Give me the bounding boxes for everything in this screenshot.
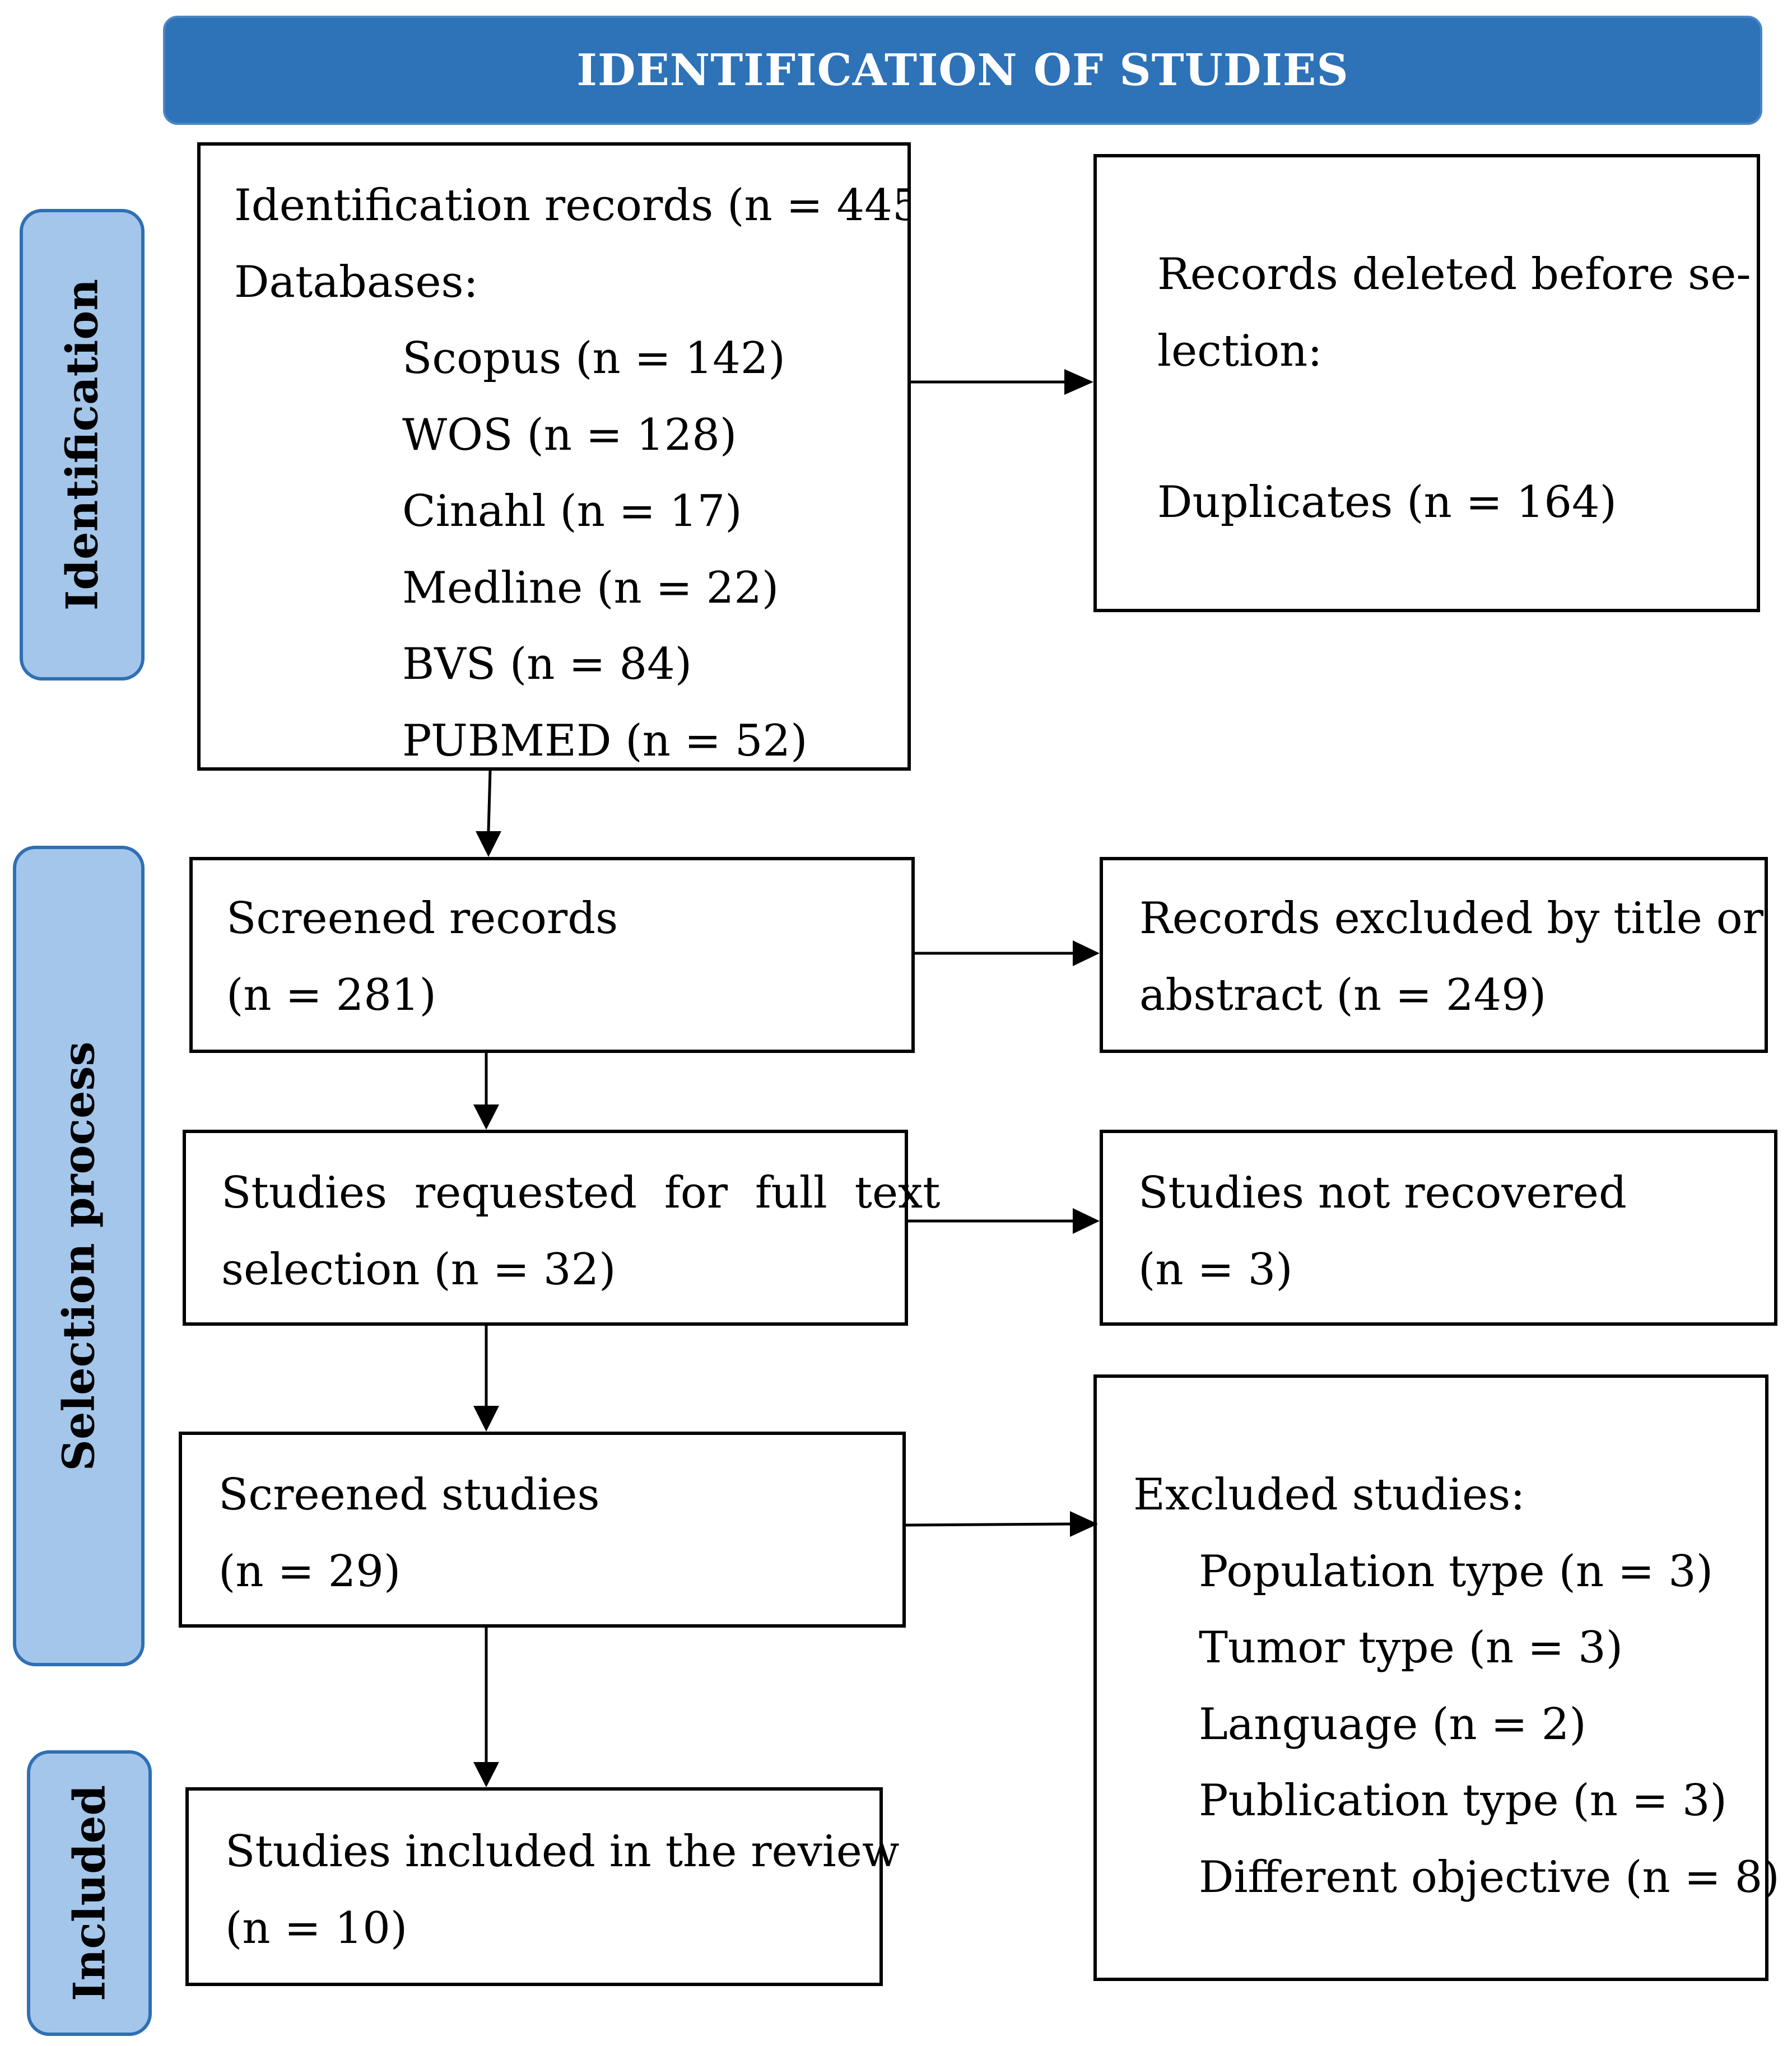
arrowhead-excluded-studies <box>1070 1511 1098 1537</box>
screened-studies-box: Screened studies (n = 29) <box>179 1432 906 1628</box>
studies-included-box: Studies included in the review (n = 10) <box>185 1787 900 1986</box>
phase-identification: Identification <box>20 209 145 681</box>
header-title: IDENTIFICATION OF STUDIES <box>576 45 1349 96</box>
screened-records-line1: Screened records <box>226 893 618 944</box>
records-excluded-line1: Records excluded by title or <box>1139 893 1763 944</box>
records-deleted-line1: Records deleted before se- <box>1157 249 1751 300</box>
arrowhead-deleted <box>1064 369 1093 395</box>
database-cinahl: Cinahl (n = 17) <box>402 486 742 537</box>
database-wos: WOS (n = 128) <box>402 410 737 460</box>
screened-studies-line2: (n = 29) <box>218 1546 401 1597</box>
screened-studies-line1: Screened studies <box>218 1470 600 1520</box>
database-scopus: Scopus (n = 142) <box>402 333 785 384</box>
arrow-to-screened-records <box>487 770 492 832</box>
phase-included: Included <box>27 1750 152 2036</box>
excluded-item-objective: Different objective (n = 8) <box>1199 1852 1780 1903</box>
database-bvs: BVS (n = 84) <box>402 639 692 689</box>
records-deleted-line2: lection: <box>1157 326 1323 376</box>
arrow-to-excluded-studies <box>905 1522 1070 1527</box>
excluded-studies-title: Excluded studies: <box>1133 1470 1525 1520</box>
arrowhead-included <box>473 1762 499 1787</box>
identification-title: Identification records (n = 445) <box>234 180 911 231</box>
excluded-item-tumor: Tumor type (n = 3) <box>1199 1623 1623 1673</box>
studies-requested-line2: selection (n = 32) <box>221 1245 616 1295</box>
arrowhead-screened-studies <box>473 1406 499 1432</box>
duplicates-count: Duplicates (n = 164) <box>1157 477 1617 528</box>
database-pubmed: PUBMED (n = 52) <box>402 716 808 766</box>
excluded-item-language: Language (n = 2) <box>1199 1699 1586 1750</box>
excluded-item-population: Population type (n = 3) <box>1199 1546 1714 1597</box>
records-excluded-box: Records excluded by title or abstract (n… <box>1100 857 1768 1053</box>
studies-included-line1: Studies included in the review <box>225 1826 900 1877</box>
studies-included-line2: (n = 10) <box>225 1903 408 1954</box>
database-medline: Medline (n = 22) <box>402 563 779 613</box>
studies-not-recovered-box: Studies not recovered (n = 3) <box>1100 1130 1777 1326</box>
records-deleted-box: Records deleted before se- lection: Dupl… <box>1093 154 1760 612</box>
screened-records-line2: (n = 281) <box>226 970 436 1020</box>
excluded-item-publication: Publication type (n = 3) <box>1199 1775 1727 1826</box>
arrowhead-screened-records <box>476 831 501 857</box>
studies-requested-box: Studies requested for full text selectio… <box>183 1130 940 1326</box>
not-recovered-line1: Studies not recovered <box>1138 1168 1627 1218</box>
not-recovered-line2: (n = 3) <box>1138 1245 1293 1295</box>
arrowhead-not-recovered <box>1073 1208 1100 1234</box>
screened-records-box: Screened records (n = 281) <box>189 857 915 1053</box>
identification-records-box: Identification records (n = 445) Databas… <box>197 142 911 771</box>
studies-requested-line1: Studies requested for full text <box>221 1168 941 1218</box>
phase-selection: Selection process <box>13 846 145 1666</box>
databases-label: Databases: <box>234 257 478 307</box>
excluded-studies-box: Excluded studies: Population type (n = 3… <box>1093 1374 1780 1981</box>
arrowhead-excluded-title <box>1073 940 1100 966</box>
records-excluded-line2: abstract (n = 249) <box>1139 970 1547 1020</box>
arrowhead-requested <box>473 1104 499 1130</box>
header-banner: IDENTIFICATION OF STUDIES <box>163 16 1762 125</box>
